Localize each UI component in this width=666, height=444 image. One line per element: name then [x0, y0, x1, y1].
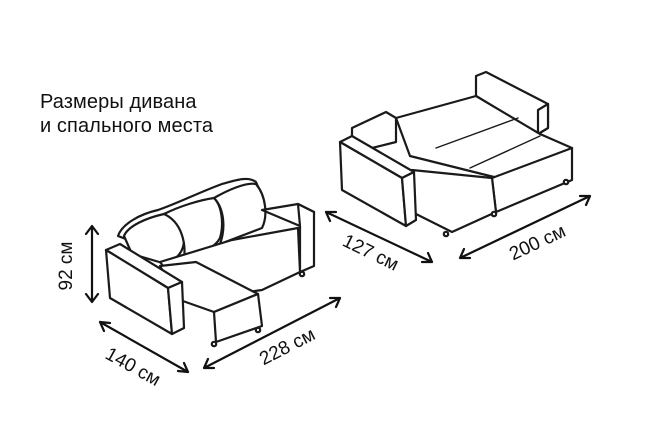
bed-length-label: 200 см — [506, 221, 569, 265]
back-cushion-middle — [162, 196, 224, 260]
width-arrow — [202, 296, 342, 370]
bed-mattress-seam-2 — [469, 135, 541, 169]
bed-back-armrest-front — [536, 102, 550, 136]
bed-foot-2 — [490, 210, 498, 218]
diagram-title: Размеры дивана и спального места — [40, 90, 213, 138]
title-line-1: Размеры дивана — [40, 91, 197, 113]
bed-depth-dimension: 127 см — [324, 210, 434, 276]
sofa-chaise-front — [212, 292, 264, 344]
sofa-left-armrest-front — [166, 280, 186, 336]
title-line-2: и спального места — [40, 115, 214, 137]
bed-mattress-seam — [435, 117, 519, 149]
bed-foot-1 — [442, 230, 450, 238]
bed-front-armrest-front — [400, 170, 418, 228]
bed-mattress-front-left — [410, 168, 498, 234]
bed-depth-label: 127 см — [339, 231, 402, 276]
depth-label: 140 см — [102, 344, 164, 391]
height-arrow — [84, 224, 100, 304]
sofa-unfolded — [338, 70, 574, 238]
sofa-foot-1 — [210, 340, 218, 348]
sofa-foot-3 — [298, 270, 306, 278]
depth-arrow — [98, 320, 190, 374]
bed-length-arrow — [458, 194, 592, 260]
sofa-foot-2 — [254, 326, 262, 334]
width-label: 228 см — [256, 324, 319, 370]
bed-foot-3 — [562, 178, 570, 186]
sofa-right-armrest-front — [296, 202, 316, 274]
height-dimension: 92 см — [56, 224, 100, 304]
height-label: 92 см — [56, 242, 77, 291]
sofa-assembled — [104, 177, 316, 348]
bed-depth-arrow — [324, 210, 434, 264]
